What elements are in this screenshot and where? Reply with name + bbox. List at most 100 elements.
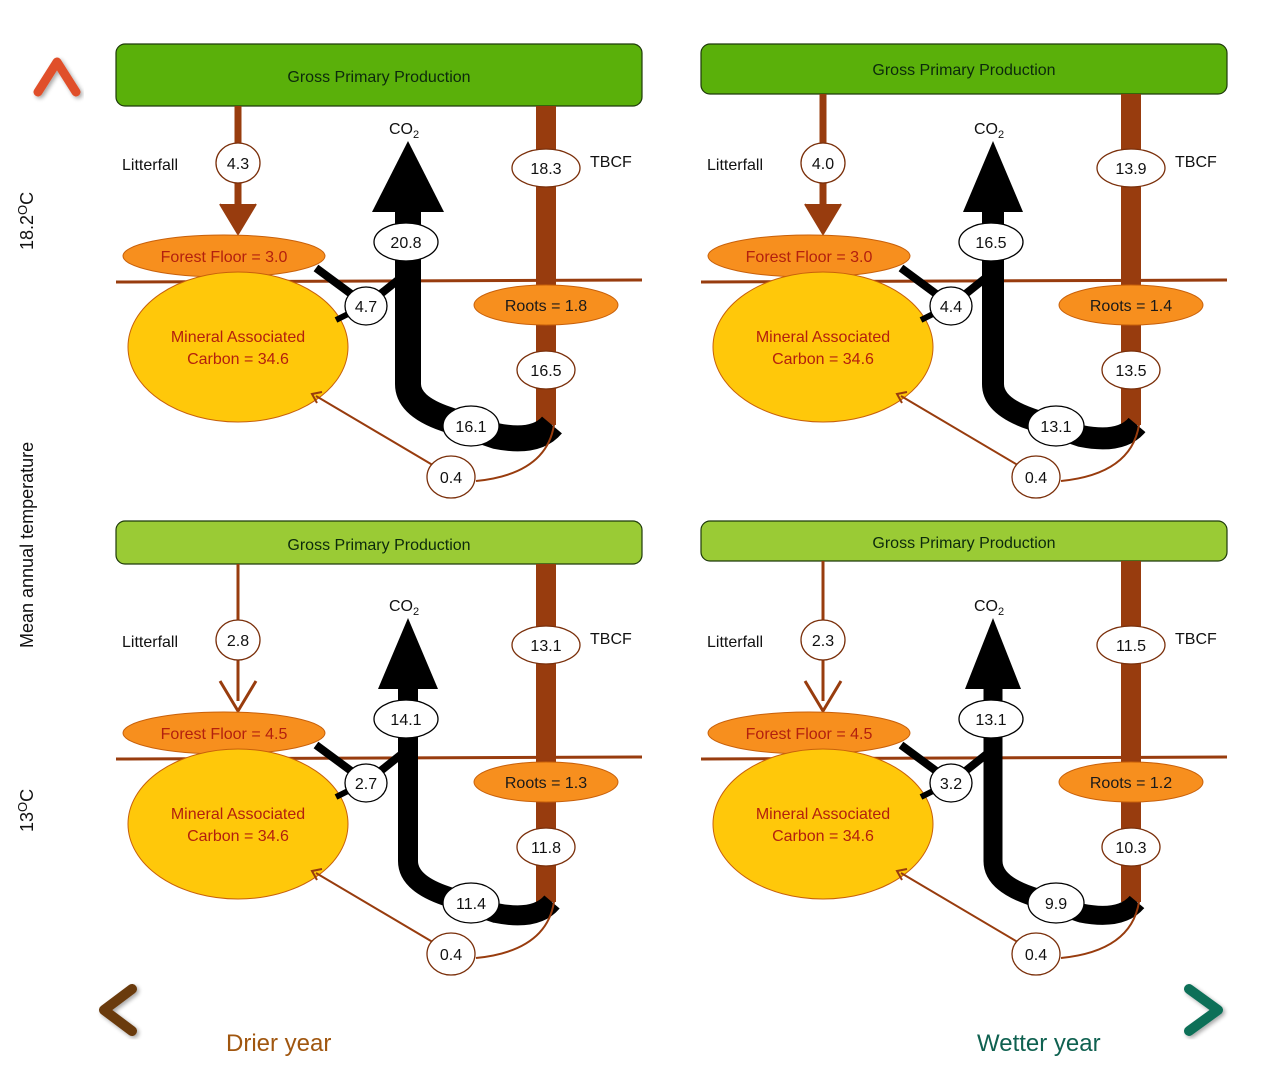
root-flux-value-value: 16.5 (530, 363, 561, 380)
root-respiration-value-shape (1027, 405, 1085, 447)
tbcf-label: TBCF (1175, 154, 1217, 171)
ff-to-mineral-value-shape (344, 286, 388, 326)
root-to-mineral-value-value: 0.4 (1025, 470, 1047, 487)
tbcf-value: 11.5 (1096, 625, 1166, 665)
co2-label: CO2 (974, 121, 1004, 141)
forest-floor-pool: Forest Floor = 3.0 (707, 234, 911, 278)
litterfall-value-shape (215, 619, 261, 661)
co2-total-value: 20.8 (373, 222, 439, 262)
gpp-box-shape (700, 43, 1228, 95)
ff-to-mineral-value-shape (344, 763, 388, 803)
gpp-box: Gross Primary Production (115, 43, 643, 107)
mineral-carbon-shape (712, 271, 934, 423)
co2-total-value-shape (958, 222, 1024, 262)
forest-floor-label: Forest Floor = 4.5 (746, 726, 873, 743)
root-flux-value: 10.3 (1101, 827, 1161, 867)
root-flux-value-shape (516, 350, 576, 390)
root-to-mineral-value: 0.4 (426, 932, 476, 976)
root-to-mineral-flux-arrow-line (900, 872, 1022, 945)
root-respiration-value: 13.1 (1027, 405, 1085, 447)
ff-to-mineral-value: 3.2 (929, 763, 973, 803)
co2-arrowhead (372, 141, 444, 212)
litterfall-label: Litterfall (122, 157, 178, 174)
gpp-label: Gross Primary Production (872, 535, 1055, 552)
root-to-mineral-value-value: 0.4 (1025, 947, 1047, 964)
root-respiration-value-value: 9.9 (1045, 896, 1067, 913)
moisture-axis-right-arrowhead (1184, 984, 1223, 1036)
tbcf-value-shape (1096, 625, 1166, 665)
roots-label: Roots = 1.3 (505, 775, 587, 792)
mineral-carbon-shape (127, 271, 349, 423)
mineral-carbon-label-line2: Carbon = 34.6 (772, 351, 874, 368)
tbcf-value-shape (1096, 148, 1166, 188)
root-respiration-value: 16.1 (442, 405, 500, 447)
root-respiration-value-shape (1027, 882, 1085, 924)
mineral-carbon-label-line1: Mineral Associated (171, 806, 305, 823)
root-respiration-value: 9.9 (1027, 882, 1085, 924)
gpp-label: Gross Primary Production (287, 69, 470, 86)
forest-floor-pool: Forest Floor = 4.5 (122, 711, 326, 755)
gpp-label: Gross Primary Production (287, 537, 470, 554)
roots-pool: Roots = 1.3 (473, 761, 619, 803)
litterfall-value-value: 2.3 (812, 633, 834, 650)
tbcf-value: 13.1 (511, 625, 581, 665)
litterfall-value-shape (800, 142, 846, 184)
roots-label: Roots = 1.2 (1090, 775, 1172, 792)
co2-total-value-value: 13.1 (975, 712, 1006, 729)
forest-floor-label: Forest Floor = 3.0 (161, 249, 288, 266)
forest-floor-label: Forest Floor = 3.0 (746, 249, 873, 266)
gpp-box: Gross Primary Production (700, 520, 1228, 562)
root-to-mineral-arrowhead (310, 868, 323, 881)
co2-total-value-value: 14.1 (390, 712, 421, 729)
co2-subscript: 2 (998, 606, 1004, 618)
co2-total-value-shape (373, 222, 439, 262)
co2-label: CO2 (974, 598, 1004, 618)
root-to-mineral-flux (1060, 424, 1140, 482)
litterfall-arrowhead (219, 203, 257, 235)
root-flux-value-value: 11.8 (531, 840, 561, 857)
co2-total-value: 16.5 (958, 222, 1024, 262)
root-to-mineral-value: 0.4 (1011, 932, 1061, 976)
tbcf-label: TBCF (590, 154, 632, 171)
litterfall-arrowhead (804, 203, 842, 235)
root-to-mineral-arrowhead (895, 391, 908, 404)
tbcf-value-shape (511, 625, 581, 665)
ff-to-mineral-value-value: 4.4 (940, 299, 962, 316)
co2-total-value-value: 20.8 (390, 235, 421, 252)
root-flux-value: 11.8 (516, 827, 576, 867)
co2-subscript: 2 (998, 129, 1004, 141)
roots-shape (473, 761, 619, 803)
co2-arrowhead (965, 618, 1021, 689)
litterfall-value-shape (800, 619, 846, 661)
co2-arrowhead (378, 618, 438, 689)
tbcf-value-value: 13.1 (530, 638, 561, 655)
litterfall-label: Litterfall (122, 634, 178, 651)
root-respiration-value-value: 13.1 (1040, 419, 1071, 436)
mineral-carbon-label-line2: Carbon = 34.6 (187, 828, 289, 845)
root-to-mineral-value-shape (1011, 932, 1061, 976)
co2-total-value-shape (958, 699, 1024, 739)
root-to-mineral-flux-arrow-line (315, 395, 437, 468)
root-flux-value-shape (516, 827, 576, 867)
wetter-year-label: Wetter year (977, 1030, 1101, 1057)
litterfall-arrowhead (803, 680, 843, 713)
temperature-high-label: 18.2OC (15, 192, 37, 250)
tbcf-value-shape (511, 148, 581, 188)
root-to-mineral-arrowhead (895, 868, 908, 881)
mineral-carbon-shape (712, 748, 934, 900)
tbcf-value-value: 18.3 (530, 161, 561, 178)
tbcf-value-value: 13.9 (1115, 161, 1146, 178)
co2-total-value-value: 16.5 (975, 235, 1006, 252)
tbcf-label: TBCF (590, 631, 632, 648)
litterfall-value-value: 2.8 (227, 633, 249, 650)
root-to-mineral-value: 0.4 (426, 455, 476, 499)
root-flux-value: 16.5 (516, 350, 576, 390)
mineral-carbon-label-line1: Mineral Associated (171, 329, 305, 346)
root-respiration-value-value: 16.1 (455, 419, 486, 436)
root-to-mineral-value: 0.4 (1011, 455, 1061, 499)
